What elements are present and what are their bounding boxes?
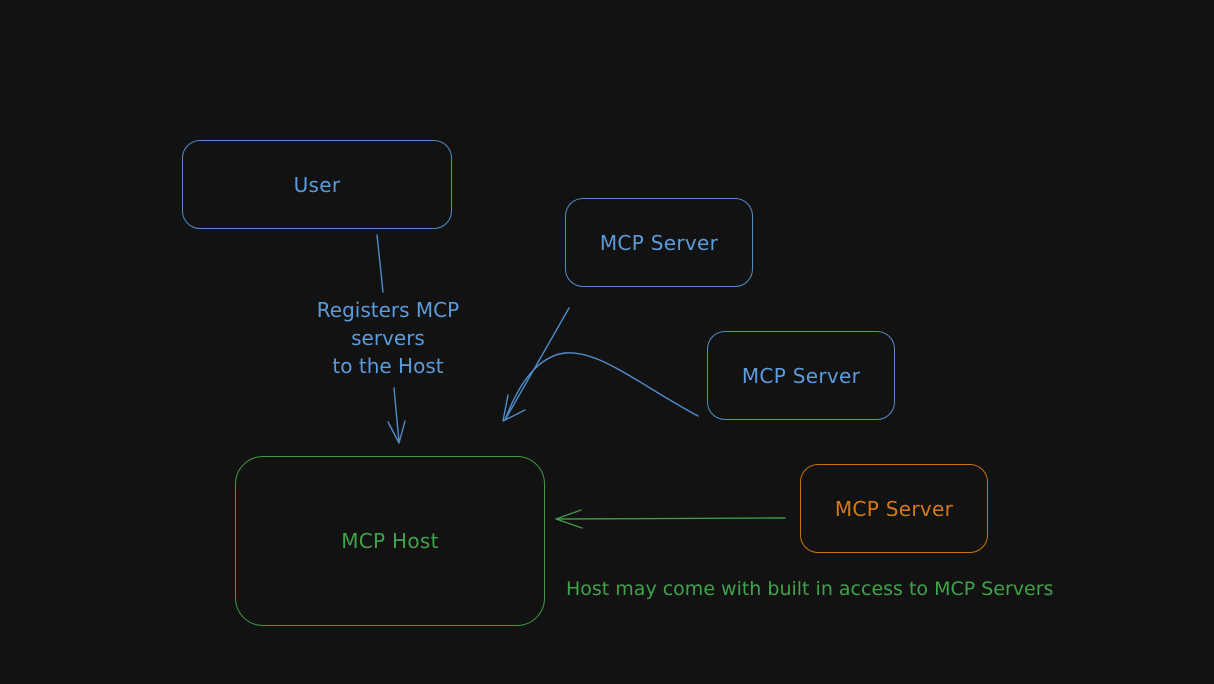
user-to-host-arrow: [393, 387, 400, 443]
server1-to-host-arrow: [504, 307, 570, 421]
mcp-server-node-2-label: MCP Server: [741, 363, 861, 388]
user-to-host-arrowhead: [387, 420, 406, 444]
mcp-server-node-2: MCP Server: [707, 331, 895, 420]
user-connector-line: [376, 234, 384, 293]
builtin-access-note: Host may come with built in access to MC…: [566, 578, 1054, 600]
user-node-label: User: [293, 172, 341, 197]
mcp-server-node-1-label: MCP Server: [599, 230, 719, 255]
mcp-server-node-1: MCP Server: [565, 198, 753, 287]
server2-to-host-arrow: [504, 352, 699, 421]
host-arrowhead-green: [555, 509, 583, 529]
user-node: User: [182, 140, 452, 229]
user-to-host-edge-label: Registers MCP servers to the Host: [316, 298, 460, 378]
mcp-server-node-3: MCP Server: [800, 464, 988, 553]
host-arrowhead-blue: [502, 394, 526, 422]
server3-to-host-arrow: [555, 517, 786, 520]
mcp-server-node-3-label: MCP Server: [834, 496, 954, 521]
mcp-host-node-label: MCP Host: [341, 529, 439, 553]
mcp-host-node: MCP Host: [235, 456, 545, 626]
